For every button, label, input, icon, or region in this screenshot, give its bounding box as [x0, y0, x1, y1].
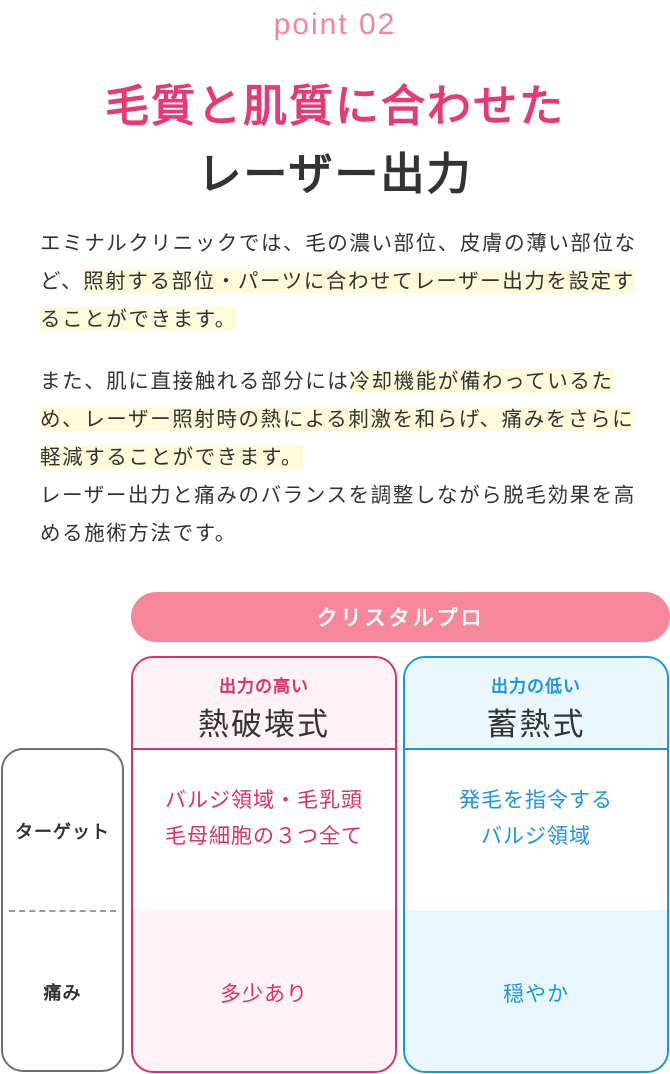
intro-paragraph: エミナルクリニックでは、毛の濃い部位、皮膚の薄い部位など、照射する部位・パーツに…	[40, 224, 640, 338]
row-label-pain: 痛み	[43, 983, 82, 1004]
target-value: バルジ領域・毛乳頭 毛母細胞の３つ全て	[165, 788, 363, 848]
machine-name-banner: クリスタルプロ	[131, 592, 670, 642]
pain-value: 多少あり	[220, 981, 308, 1006]
target-value: 発毛を指令する バルジ領域	[459, 788, 613, 848]
pain-cell: 穏やか	[405, 910, 667, 1071]
row-divider	[9, 910, 116, 912]
pain-value: 穏やか	[503, 981, 569, 1006]
row-label-target: ターゲット	[15, 822, 110, 843]
column-subtitle: 出力の高い	[219, 677, 309, 697]
column-header: 出力の高い 熱破壊式	[133, 658, 395, 750]
intro-highlight: 照射する部位・パーツに合わせてレーザー出力を設定することができます。	[40, 269, 635, 331]
column-subtitle: 出力の低い	[491, 677, 581, 697]
column-heat-destruction: 出力の高い 熱破壊式 バルジ領域・毛乳頭 毛母細胞の３つ全て 多少あり	[131, 656, 397, 1073]
column-name: 熱破壊式	[198, 707, 330, 743]
target-cell: バルジ領域・毛乳頭 毛母細胞の３つ全て	[133, 750, 395, 910]
column-heat-storage: 出力の低い 蓄熱式 発毛を指令する バルジ領域 穏やか	[403, 656, 669, 1073]
balance-text: レーザー出力と痛みのバランスを調整しながら脱毛効果を高める施術方法です。	[40, 483, 636, 545]
cooling-text: また、肌に直接触れる部分には	[40, 369, 350, 393]
intro-text: エミナルクリニックでは、毛の濃い部位、皮膚の薄い部位など、	[40, 231, 637, 293]
row-label-column: ターゲット 痛み	[1, 748, 124, 1072]
column-header: 出力の低い 蓄熱式	[405, 658, 667, 750]
column-name: 蓄熱式	[486, 707, 586, 743]
pain-cell: 多少あり	[133, 910, 395, 1071]
section-title-line1: 毛質と肌質に合わせた	[105, 81, 565, 132]
cooling-paragraph: また、肌に直接触れる部分には冷却機能が備わっているため、レーザー照射時の熱による…	[40, 362, 640, 552]
point-label: point 02	[273, 8, 397, 41]
section-title-line2: レーザー出力	[197, 149, 473, 200]
target-cell: 発毛を指令する バルジ領域	[405, 750, 667, 910]
